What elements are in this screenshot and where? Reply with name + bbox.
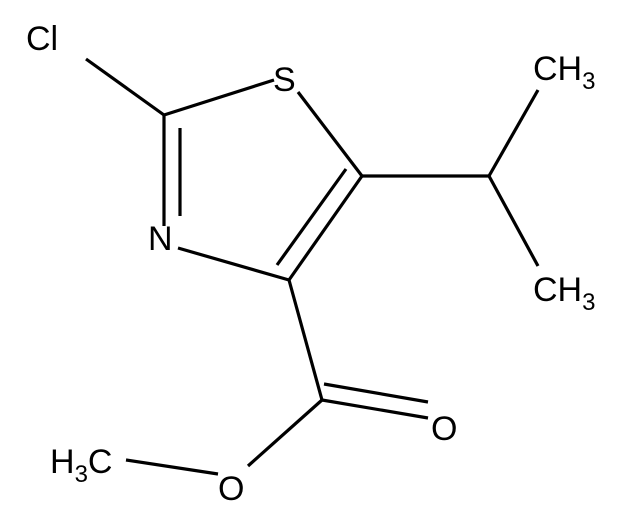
bond-carbonyl-c-oester (246, 398, 324, 468)
bond-ch-ch3-bottom (487, 175, 540, 267)
bond-cl-c2 (85, 57, 165, 117)
atom-oxygen-carbonyl: O (431, 410, 457, 448)
bond-s-c5 (296, 91, 364, 177)
bond-c4-carbonyl-c (287, 279, 324, 401)
atom-chlorine: Cl (26, 20, 58, 58)
bond-c2-s (163, 78, 275, 117)
bond-oester-ch3 (125, 458, 219, 476)
bond-carbonyl-c-o (321, 398, 429, 420)
atom-nitrogen: N (148, 220, 173, 258)
bond-c4-c5-double (275, 168, 348, 266)
atom-methyl-top: CH3 (533, 50, 595, 95)
bond-carbonyl-c-o-double (323, 382, 429, 404)
atom-methyl-bottom: CH3 (533, 271, 595, 316)
atom-sulfur: S (273, 61, 296, 99)
atom-methyl-ester: H3C (50, 443, 112, 488)
atom-oxygen-ester: O (218, 470, 244, 508)
bonds (85, 57, 540, 476)
bond-n-c4 (177, 246, 290, 282)
atom-labels: Cl S N CH3 CH3 O O H3C (26, 20, 595, 508)
bond-ch-ch3-top (487, 89, 540, 177)
bond-c4-c5 (287, 175, 364, 281)
